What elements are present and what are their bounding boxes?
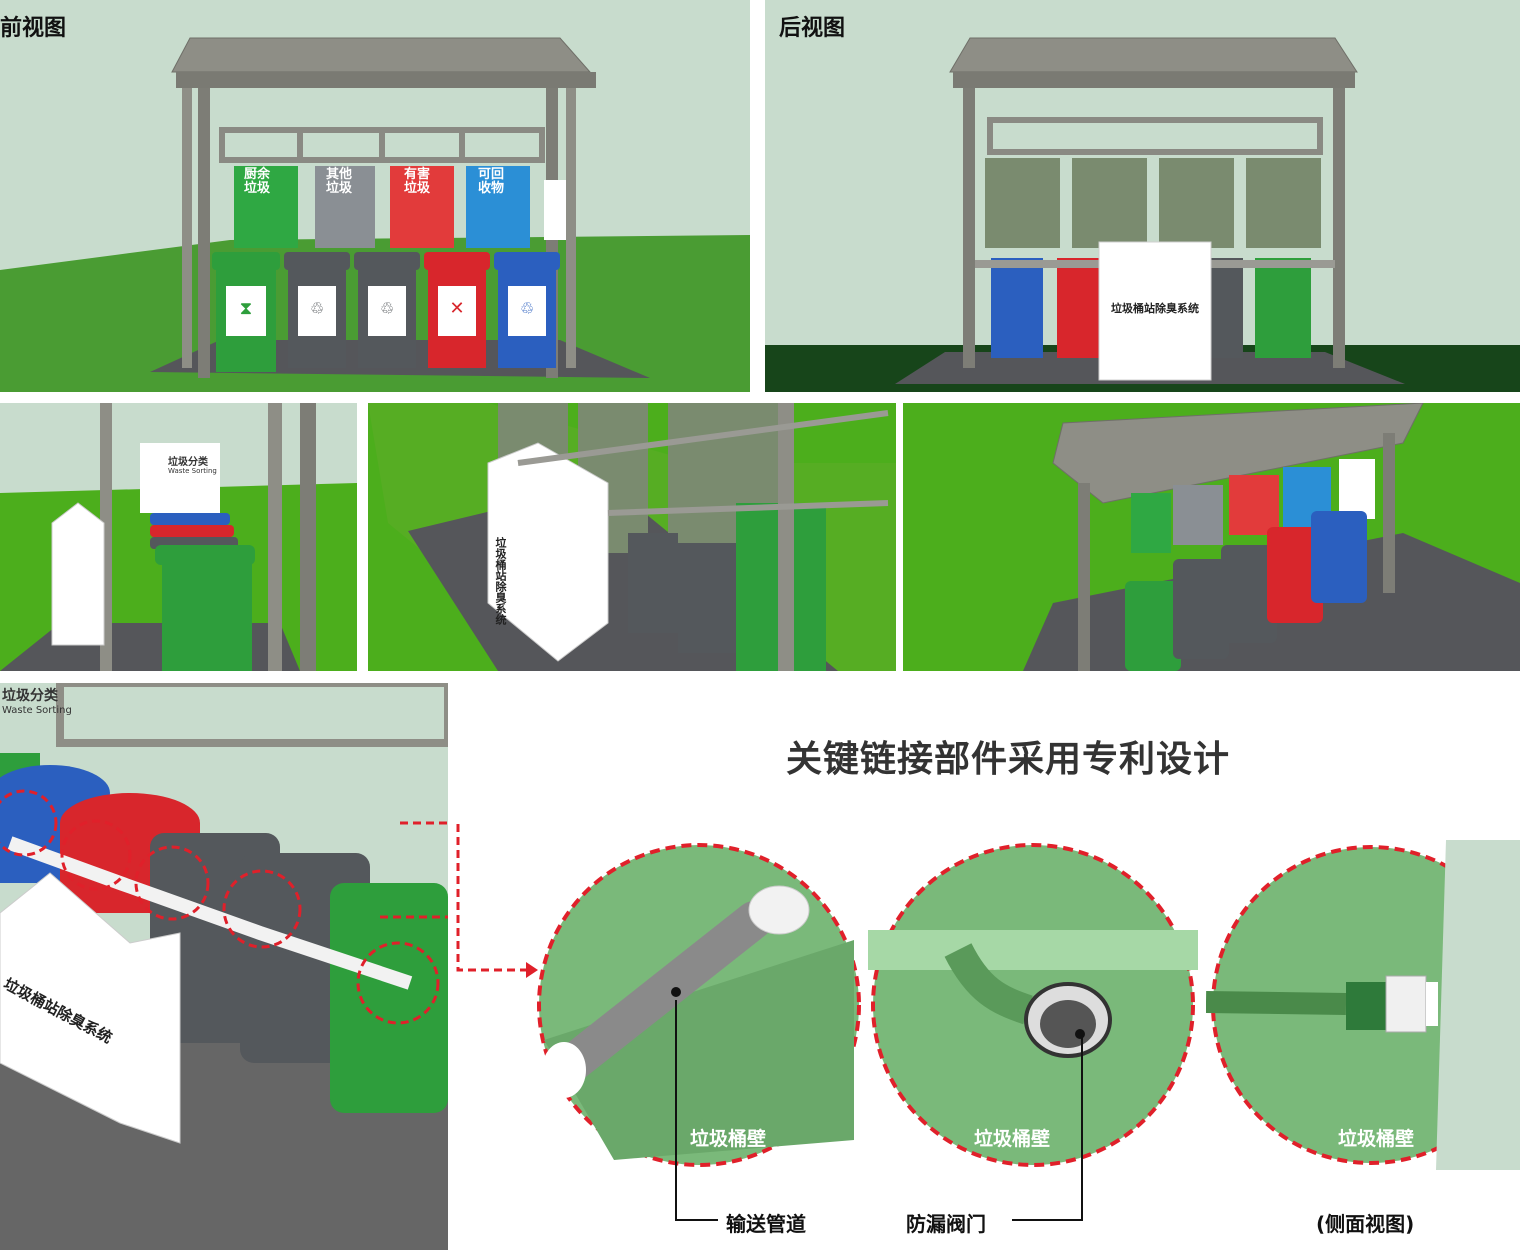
front-view-render: ⧗ ♲ ♲ ✕ ♲ <box>0 0 750 392</box>
front-view-label: 前视图 <box>0 16 67 41</box>
callout-valve: 防漏阀门 <box>906 1212 986 1236</box>
sign-recyclable-line1: 可回 <box>478 167 505 182</box>
front-view-panel: ⧗ ♲ ♲ ✕ ♲ 前视图 厨余 垃圾 其他 垃圾 有害 垃圾 可回 收物 <box>0 0 750 392</box>
sign-other-waste: 其他 垃圾 <box>326 168 352 196</box>
back-view-panel: 后视图 垃圾桶站除臭系统 <box>765 0 1520 392</box>
sign-recyclable: 可回 收物 <box>478 168 504 196</box>
sign-hazardous-line1: 有害 <box>404 167 431 182</box>
perspective-view-panel <box>903 403 1520 671</box>
sign-hazardous-waste: 有害 垃圾 <box>404 168 430 196</box>
side-view-middle-panel: 垃圾桶站除臭系统 <box>368 403 896 671</box>
wall-label-valve: 垃圾桶壁 <box>974 1128 1051 1150</box>
back-view-label: 后视图 <box>779 16 846 41</box>
sign-other-line1: 其他 <box>326 167 353 182</box>
sorting-sign-title-left: 垃圾分类 <box>168 457 208 468</box>
sorting-sign-subtitle-detail: Waste Sorting <box>2 705 72 716</box>
sorting-sign-title-detail: 垃圾分类 <box>2 688 58 704</box>
sign-kitchen-line1: 厨余 <box>244 167 271 182</box>
pipe-detail-panel: 垃圾分类 Waste Sorting 垃圾桶站除臭系统 <box>0 683 448 1250</box>
svg-text:♲: ♲ <box>380 299 394 318</box>
detail-title: 关键链接部件采用专利设计 <box>786 739 1231 780</box>
detail-circle-side <box>1206 840 1520 1170</box>
perspective-view-render <box>903 403 1520 671</box>
device-name-middle: 垃圾桶站除臭系统 <box>494 537 507 625</box>
side-view-middle-render <box>368 403 896 671</box>
svg-text:✕: ✕ <box>449 298 464 319</box>
wall-label-side: 垃圾桶壁 <box>1338 1128 1415 1150</box>
detail-circle-valve <box>868 843 1198 1167</box>
sign-recyclable-line2: 收物 <box>478 181 505 196</box>
callout-arrow <box>456 824 538 978</box>
callout-pipe: 输送管道 <box>726 1212 806 1236</box>
sorting-sign-subtitle-left: Waste Sorting <box>168 467 217 475</box>
svg-text:♲: ♲ <box>310 299 324 318</box>
device-name-back: 垃圾桶站除臭系统 <box>1111 302 1199 315</box>
pipe-detail-render <box>0 683 448 1250</box>
callout-side-view: (侧面视图) <box>1316 1212 1415 1236</box>
svg-text:⧗: ⧗ <box>240 298 253 319</box>
side-view-left-render <box>0 403 357 671</box>
sign-kitchen-waste: 厨余 垃圾 <box>244 168 270 196</box>
detail-circle-pipe <box>537 843 861 1167</box>
wall-label-pipe: 垃圾桶壁 <box>690 1128 767 1150</box>
sign-hazardous-line2: 垃圾 <box>404 181 431 196</box>
side-view-left-panel: 垃圾分类 Waste Sorting <box>0 403 357 671</box>
sign-other-line2: 垃圾 <box>326 181 353 196</box>
svg-text:♲: ♲ <box>520 299 534 318</box>
back-view-render <box>765 0 1520 392</box>
sign-kitchen-line2: 垃圾 <box>244 181 271 196</box>
